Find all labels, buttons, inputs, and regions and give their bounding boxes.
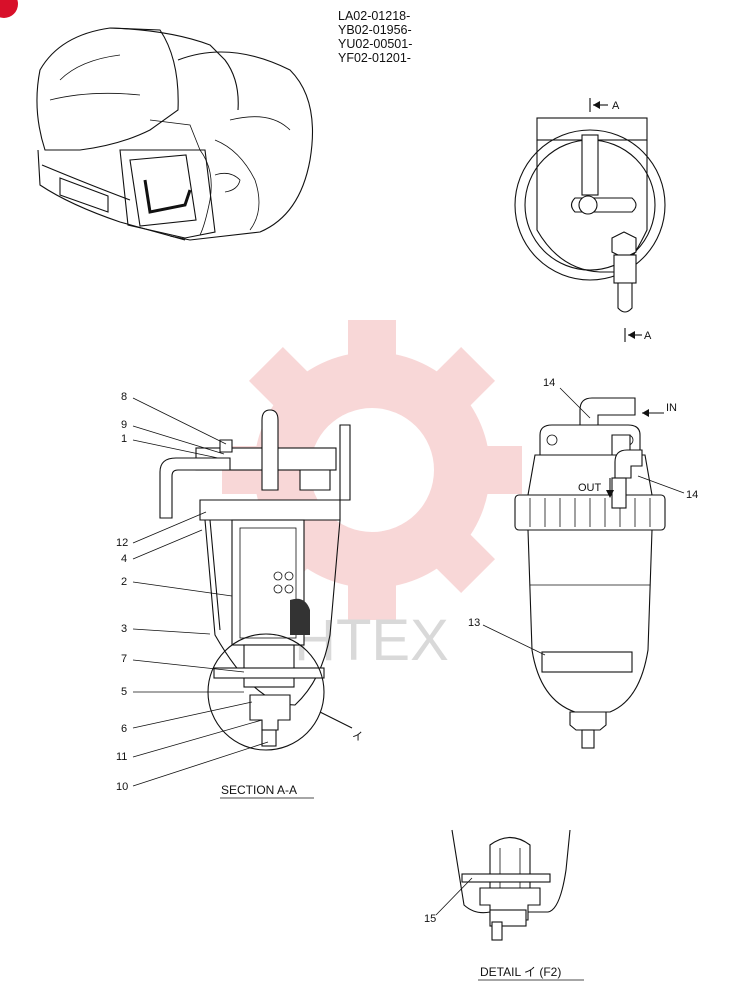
serial-1: LA02-01218- xyxy=(338,9,410,23)
section-a-a-drawing: イ xyxy=(159,409,363,751)
callout-4: 4 xyxy=(121,553,127,565)
detail-caption: DETAIL イ (F2) xyxy=(480,965,561,979)
callout-10: 10 xyxy=(116,781,128,793)
callout-11: 11 xyxy=(116,751,127,763)
serial-3: YU02-00501- xyxy=(338,37,412,51)
callout-5: 5 xyxy=(121,686,127,698)
callout-13: 13 xyxy=(468,617,480,629)
callout-3: 3 xyxy=(121,623,127,635)
corner-mark-icon xyxy=(0,0,18,18)
serial-2: YB02-01956- xyxy=(338,23,412,37)
serial-list: LA02-01218- YB02-01956- YU02-00501- YF02… xyxy=(338,9,412,65)
flow-out-indicator: OUT xyxy=(578,478,614,498)
callout-14-lower: 14 xyxy=(686,489,698,501)
detail-view-drawing xyxy=(451,829,571,941)
callout-1: 1 xyxy=(121,433,127,445)
machine-location-view xyxy=(36,27,313,241)
callout-8: 8 xyxy=(121,391,127,403)
callout-2: 2 xyxy=(121,576,127,588)
callout-12: 12 xyxy=(116,537,128,549)
callout-6: 6 xyxy=(121,723,127,735)
section-marker-bottom: A xyxy=(624,328,652,342)
assembly-callouts: 14 14 13 xyxy=(468,377,698,656)
callout-7: 7 xyxy=(121,653,127,665)
section-callouts: 8 9 1 12 4 2 3 7 5 6 11 10 xyxy=(116,391,269,793)
section-marker-top-label: A xyxy=(612,100,620,112)
detail-marker: イ xyxy=(352,731,363,743)
section-caption: SECTION A-A xyxy=(221,783,297,797)
flow-out-label: OUT xyxy=(578,482,602,494)
top-view-filter-head xyxy=(514,117,666,313)
callout-15: 15 xyxy=(424,913,436,925)
callout-14-upper: 14 xyxy=(543,377,555,389)
filter-assembly-view xyxy=(514,397,666,749)
callout-9: 9 xyxy=(121,419,127,431)
section-marker-bottom-label: A xyxy=(644,330,652,342)
flow-in-indicator: IN xyxy=(642,402,677,417)
flow-in-label: IN xyxy=(666,402,677,414)
section-marker-top: A xyxy=(589,98,620,112)
callout-15-leader xyxy=(435,877,473,916)
serial-4: YF02-01201- xyxy=(338,51,411,65)
